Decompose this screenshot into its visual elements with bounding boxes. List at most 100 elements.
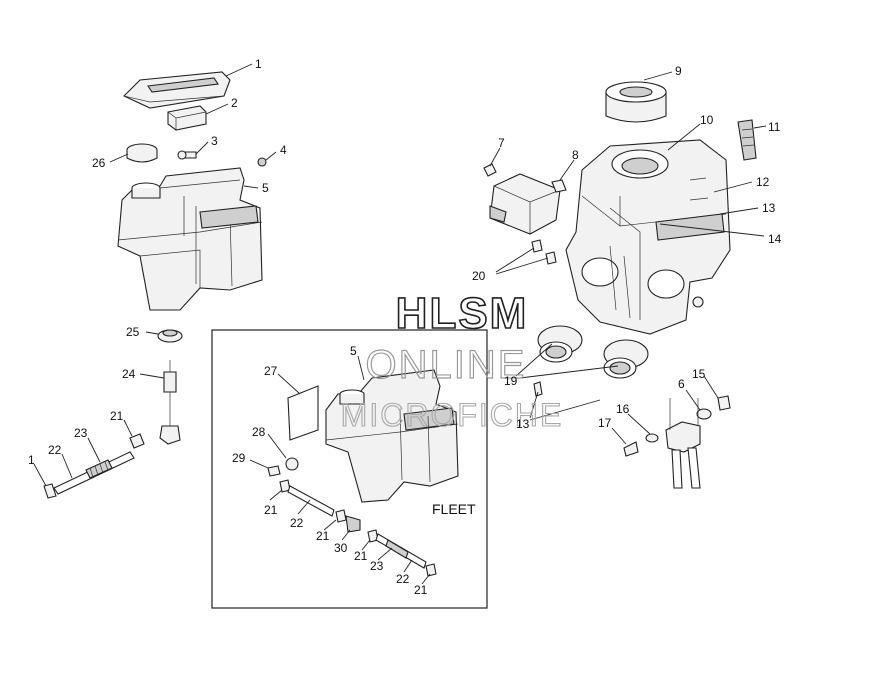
part-nut-8 <box>551 179 567 193</box>
leader-19b <box>519 365 619 379</box>
leader-7 <box>489 147 501 167</box>
callout-10: 10 <box>700 113 714 127</box>
leader-2 <box>205 103 229 115</box>
callout-7: 7 <box>498 136 505 150</box>
part-foam-block <box>167 105 207 131</box>
callout-29: 29 <box>232 451 246 465</box>
callout-17: 17 <box>598 416 612 430</box>
leader-20b <box>495 257 549 275</box>
watermark-microfiche: MICROFICHE <box>341 397 564 433</box>
leader-13b <box>529 391 539 419</box>
part-washer-16 <box>645 433 659 443</box>
part-level-sensor <box>159 360 181 445</box>
callout-23-fleet: 23 <box>370 559 384 573</box>
callout-28: 28 <box>252 425 266 439</box>
part-spring-23b <box>385 539 409 559</box>
callout-labels: 1 2 3 4 26 5 25 24 21 23 22 1 27 5 28 29… <box>28 57 782 597</box>
fleet-inset <box>211 329 488 609</box>
leader-27 <box>277 373 301 395</box>
leader-21c <box>323 519 337 531</box>
callout-14: 14 <box>768 232 782 246</box>
leader-19a <box>515 343 553 377</box>
callout-15: 15 <box>692 367 706 381</box>
callout-21-fleet-d: 21 <box>414 583 428 597</box>
leader-1b <box>33 463 47 487</box>
leader-24 <box>139 373 165 379</box>
callout-1-top: 1 <box>255 57 262 71</box>
fleet-frame <box>211 329 488 609</box>
callout-8: 8 <box>572 148 579 162</box>
leader-16 <box>627 413 651 435</box>
part-hose-22a <box>53 451 135 495</box>
leader-22b <box>297 499 311 515</box>
callout-19: 19 <box>504 374 518 388</box>
part-oil-tank-fleet <box>325 369 459 503</box>
part-intake-boot-left <box>537 325 583 363</box>
callout-21-left: 21 <box>110 409 124 423</box>
leader-1a <box>225 63 253 77</box>
part-hose-22b <box>287 485 335 517</box>
leader-5a <box>243 185 259 189</box>
callout-23-left: 23 <box>74 426 88 440</box>
leader-22c <box>403 559 413 573</box>
part-screw-13b <box>533 381 543 397</box>
watermark-hlsm: HLSM <box>396 289 529 338</box>
watermark-online: ONLINE <box>366 343 527 387</box>
part-screw-3 <box>177 150 197 160</box>
part-strap-11 <box>737 119 757 161</box>
callout-22-fleet-a: 22 <box>290 516 304 530</box>
leader-13a <box>719 207 759 215</box>
callout-12: 12 <box>756 175 770 189</box>
callout-21-fleet-c: 21 <box>354 549 368 563</box>
part-screw-20b <box>545 251 557 265</box>
leader-8 <box>559 159 575 181</box>
callout-24: 24 <box>122 367 136 381</box>
leader-3 <box>195 141 209 155</box>
leader-lines <box>33 63 767 585</box>
callout-20: 20 <box>472 269 486 283</box>
part-module <box>489 173 561 235</box>
callout-2: 2 <box>231 96 238 110</box>
leader-21b <box>269 489 283 501</box>
part-grommet-25 <box>157 329 183 343</box>
leader-25 <box>145 331 159 335</box>
callout-9: 9 <box>675 64 682 78</box>
part-bracket-cable <box>665 398 701 489</box>
callout-6: 6 <box>678 377 685 391</box>
part-fitting-30 <box>345 515 361 533</box>
leader-21a <box>123 419 133 437</box>
part-bolt-15 <box>717 395 731 411</box>
callout-21-fleet-a: 21 <box>264 503 278 517</box>
leader-20a <box>495 247 535 273</box>
callout-25: 25 <box>126 325 140 339</box>
part-clamp-21c <box>335 509 347 523</box>
callout-3: 3 <box>211 134 218 148</box>
callout-1-left: 1 <box>28 453 35 467</box>
leader-21e <box>421 573 431 585</box>
leader-6 <box>685 389 701 411</box>
leader-23b <box>377 547 393 561</box>
leader-5b <box>357 355 365 381</box>
part-oil-tank <box>117 167 263 311</box>
leader-12 <box>713 181 753 193</box>
callout-5-fleet: 5 <box>350 344 357 358</box>
leader-26 <box>109 153 129 163</box>
callout-22-left: 22 <box>48 443 62 457</box>
leader-30 <box>341 529 351 541</box>
watermark: HLSM ONLINE MICROFICHE <box>340 288 564 433</box>
part-clamp-21a <box>129 433 145 449</box>
part-clip-7 <box>483 163 497 177</box>
leader-14 <box>659 223 765 237</box>
leader-4 <box>265 151 277 161</box>
leader-21d <box>361 539 371 551</box>
leader-13c <box>529 399 601 421</box>
part-foam-ring <box>605 81 667 123</box>
callout-27: 27 <box>264 364 278 378</box>
part-airbox <box>565 139 731 335</box>
part-tank-cover <box>123 71 231 109</box>
callout-30: 30 <box>334 541 348 555</box>
part-filler-cap <box>126 143 158 163</box>
leader-29 <box>249 459 269 469</box>
callout-16: 16 <box>616 402 630 416</box>
